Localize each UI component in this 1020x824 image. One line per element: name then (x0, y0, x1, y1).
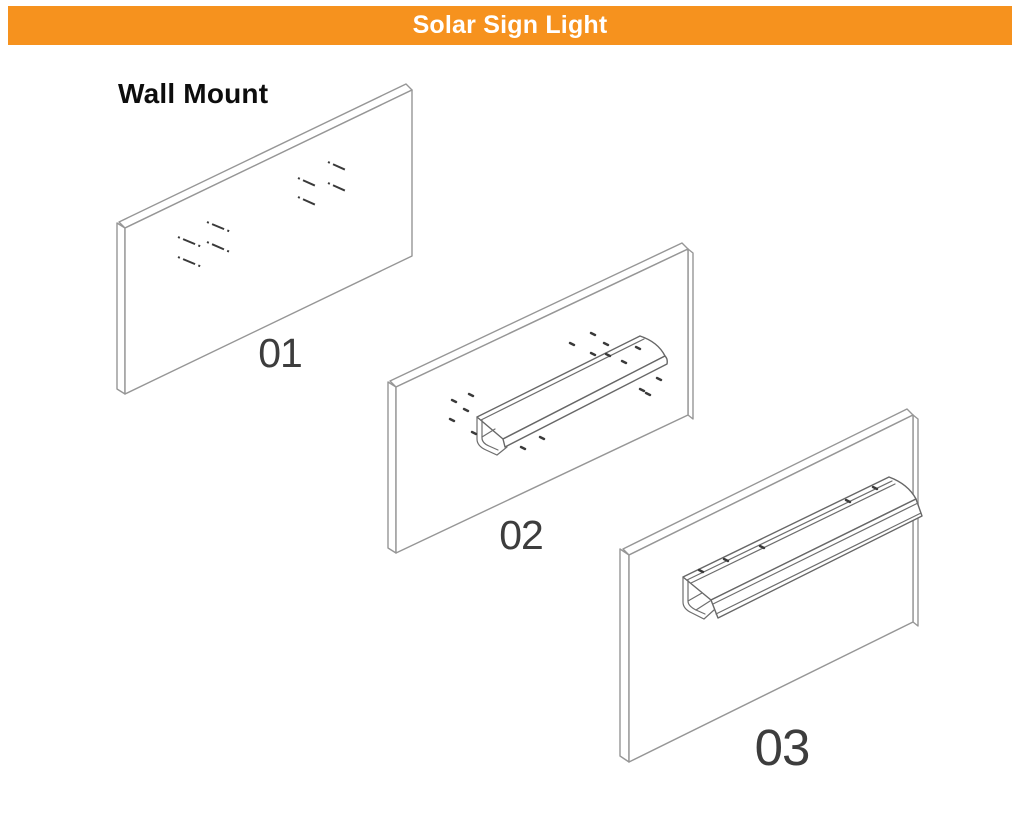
title-bar: Solar Sign Light (8, 6, 1012, 45)
panel-left-edge (619, 548, 630, 763)
panel-front-face (124, 89, 413, 395)
light-front-face (710, 498, 923, 619)
drill-hole-marks (177, 161, 349, 268)
bracket-back-flange-line (480, 338, 645, 421)
light-hook-profile2 (695, 600, 711, 611)
page-title: Solar Sign Light (412, 11, 608, 39)
panel-left-edge (116, 222, 126, 395)
step-3-illustration: 03 (619, 408, 923, 776)
light-bottom-lip-line (715, 512, 922, 615)
mounting-bracket (476, 335, 668, 456)
solar-sign-light-bar (682, 476, 923, 620)
bracket-hook-profile (481, 428, 496, 438)
light-hook-outer (682, 576, 715, 620)
wall-panel-step-1 (116, 83, 413, 395)
step-2-illustration: 02 (387, 242, 694, 558)
bracket-hook-inner (481, 419, 499, 451)
panel-right-edge (687, 248, 694, 420)
panel-left-edge (387, 381, 397, 554)
step-2-label: 02 (499, 512, 543, 558)
step-1-illustration: 01 (116, 83, 413, 395)
light-back-flange-line2 (690, 483, 896, 584)
bracket-hook-outer (476, 416, 508, 456)
light-front-edge-line (712, 502, 919, 605)
light-back-flange-line1 (686, 480, 893, 581)
screw-dots-step-2 (448, 331, 663, 451)
step-1-label: 01 (258, 330, 302, 376)
light-hook-profile1 (687, 592, 703, 602)
step-3-label: 03 (755, 719, 810, 776)
bracket-front-face (502, 355, 668, 448)
screw-dots-step-3 (697, 485, 879, 574)
section-heading-wall-mount: Wall Mount (118, 78, 269, 109)
